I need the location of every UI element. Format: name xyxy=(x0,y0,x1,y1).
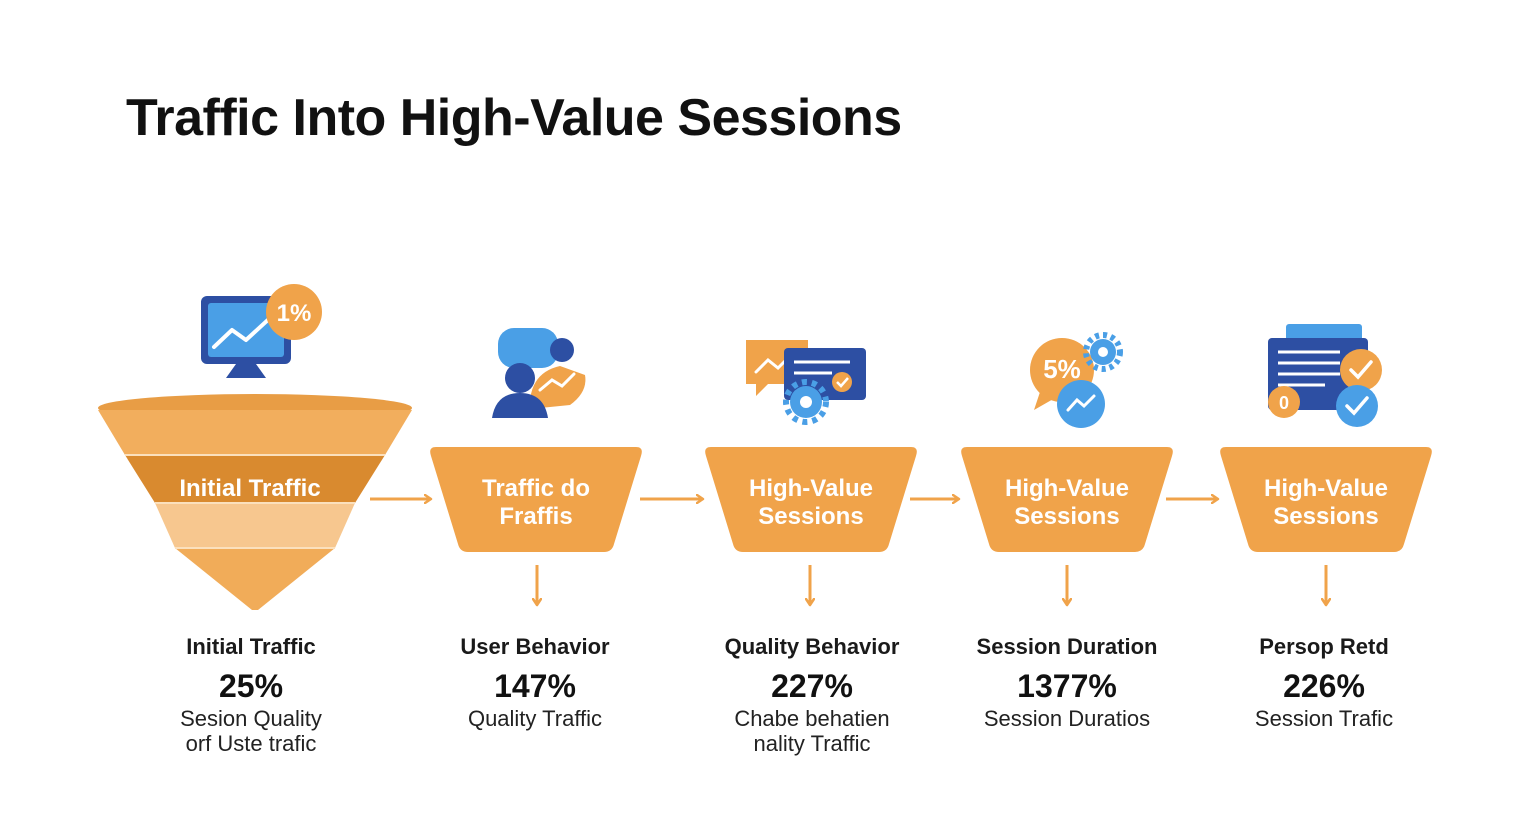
users-chat-icon xyxy=(492,328,586,418)
stage-box-4 xyxy=(1220,447,1432,552)
stage-box-3 xyxy=(961,447,1173,552)
percent-badge: 1% xyxy=(266,284,322,340)
zero-badge-text: 0 xyxy=(1279,393,1289,413)
stat-desc: Quality Traffic xyxy=(467,706,603,731)
stat-desc: Session Trafic xyxy=(1254,706,1394,731)
stat-metric: Quality Behavior xyxy=(724,634,900,659)
page-title: Traffic Into High-Value Sessions xyxy=(126,89,902,147)
stat-metric: Persop Retd xyxy=(1259,634,1389,659)
stat-metric: Initial Traffic xyxy=(186,634,316,659)
stat-block-2: User Behavior 147% Quality Traffic xyxy=(385,634,685,731)
stat-value: 147% xyxy=(494,668,576,704)
stat-block-5: Persop Retd 226% Session Trafic xyxy=(1174,634,1474,731)
stat-value: 226% xyxy=(1283,668,1365,704)
stage-label-4: High-Value Sessions xyxy=(1263,475,1389,530)
percent-settings-icon: 5% xyxy=(1030,332,1123,428)
stat-block-1: Initial Traffic 25% Sesion Quality orf U… xyxy=(101,634,401,756)
stat-desc: Session Duratios xyxy=(983,706,1151,731)
stat-block-3: Quality Behavior 227% Chabe behatien nal… xyxy=(662,634,962,756)
stat-metric: User Behavior xyxy=(460,634,610,659)
stat-desc: Sesion Quality orf Uste trafic xyxy=(180,706,322,756)
stat-block-4: Session Duration 1377% Session Duratios xyxy=(917,634,1217,731)
stat-value: 25% xyxy=(218,668,284,704)
percent-badge-text: 1% xyxy=(277,300,312,327)
document-checks-icon: 0 xyxy=(1268,324,1382,427)
stat-value: 1377% xyxy=(1017,668,1117,704)
stat-value: 227% xyxy=(771,668,853,704)
chat-settings-icon xyxy=(746,340,866,425)
stat-metric: Session Duration xyxy=(976,634,1158,659)
stage-label-3: High-Value Sessions xyxy=(1004,475,1130,530)
percent-badge-text-2: 5% xyxy=(1043,354,1081,384)
stat-desc: Chabe behatien nality Traffic xyxy=(734,706,890,756)
stage-label-1: Traffic do Fraffis xyxy=(481,475,590,530)
funnel-label: Initial Traffic xyxy=(179,475,321,502)
funnel xyxy=(98,394,412,610)
stage-box-2 xyxy=(705,447,917,552)
stage-label-2: High-Value Sessions xyxy=(748,475,874,530)
stage-box-1 xyxy=(430,447,642,552)
